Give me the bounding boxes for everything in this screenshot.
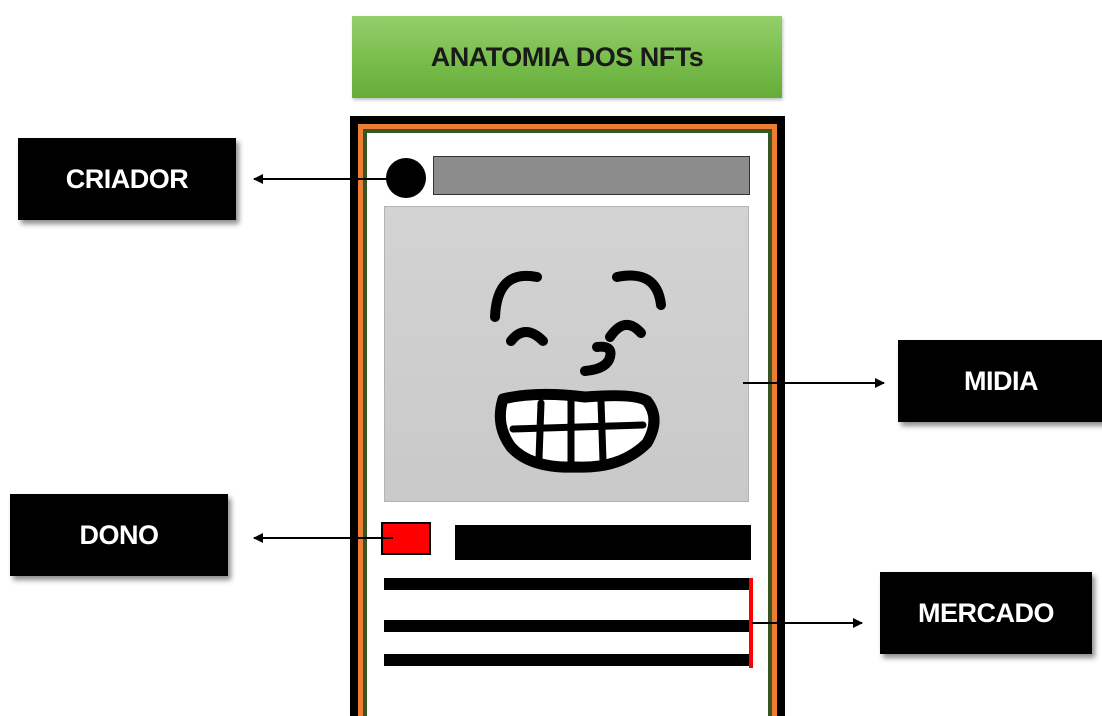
diagram-title: ANATOMIA DOS NFTs (352, 16, 782, 98)
market-line-1 (384, 578, 752, 590)
label-dono: DONO (10, 494, 228, 576)
grinning-face-icon (490, 270, 666, 473)
label-mercado: MERCADO (880, 572, 1092, 654)
market-line-3 (384, 654, 752, 666)
media-area (384, 206, 749, 502)
market-red-marker (749, 578, 753, 668)
label-criador: CRIADOR (18, 138, 236, 220)
owner-name-bar (455, 525, 751, 560)
owner-badge-icon (381, 522, 431, 555)
label-midia-text: MIDIA (964, 365, 1039, 396)
label-mercado-text: MERCADO (918, 597, 1055, 628)
label-dono-text: DONO (79, 519, 160, 550)
connector-arrows (253, 174, 885, 628)
label-midia: MIDIA (898, 340, 1102, 422)
label-criador-text: CRIADOR (65, 163, 189, 194)
diagram-title-text: ANATOMIA DOS NFTs (430, 41, 704, 72)
creator-name-bar (433, 156, 750, 195)
market-line-2 (384, 620, 752, 632)
